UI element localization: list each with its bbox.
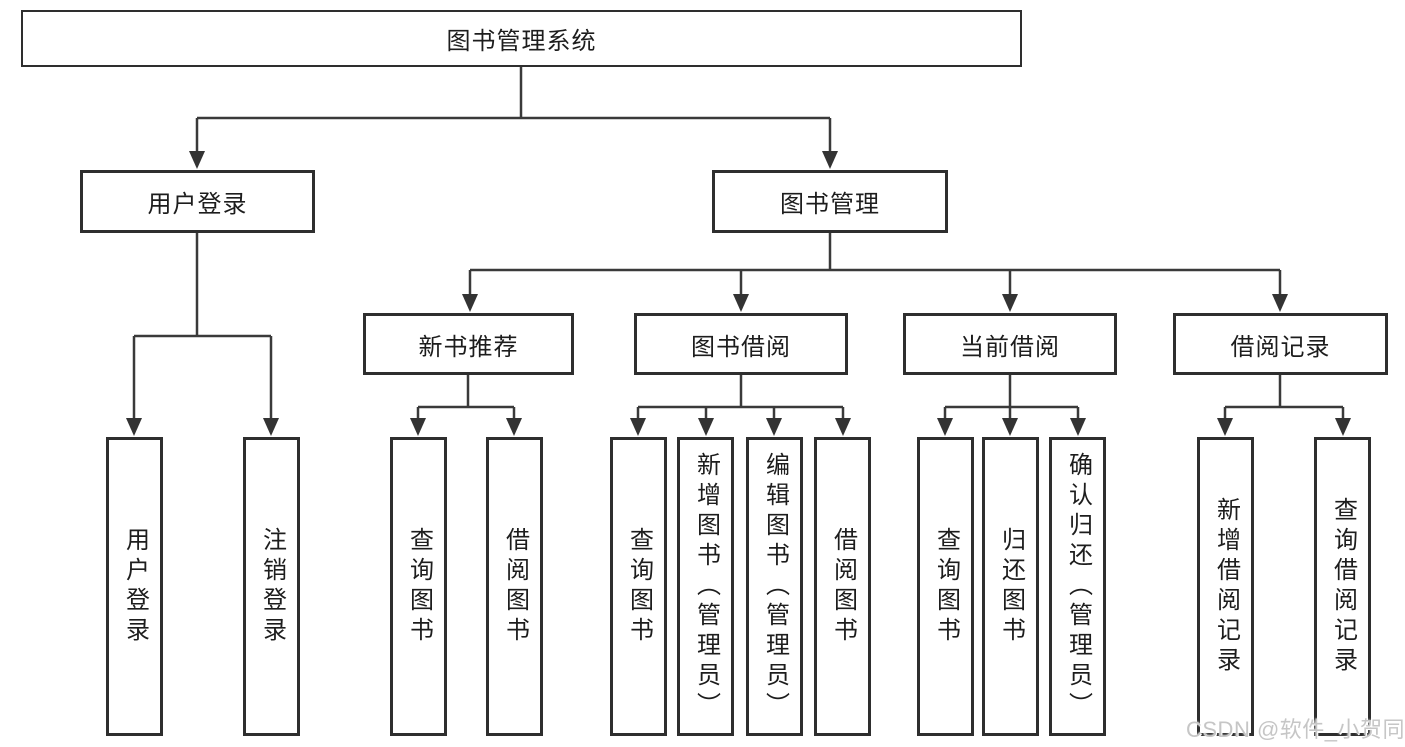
leaf-borrow-books-rec: 借阅图书 bbox=[486, 437, 543, 736]
connector-borrow-record bbox=[1223, 375, 1345, 421]
leaf-add-borrow-record: 新增借阅记录 bbox=[1197, 437, 1254, 736]
leaf-query-books-rec: 查询图书 bbox=[390, 437, 447, 736]
connector-new-book-rec bbox=[416, 375, 516, 421]
connector-book-mgmt bbox=[468, 233, 1282, 297]
leaf-query-books-borrow: 查询图书 bbox=[610, 437, 667, 736]
leaf-return-books: 归还图书 bbox=[982, 437, 1039, 736]
csdn-watermark: CSDN @软件_小贺同学 bbox=[1186, 717, 1405, 742]
leaf-user-login: 用户登录 bbox=[106, 437, 163, 736]
node-book-borrow: 图书借阅 bbox=[634, 313, 848, 375]
node-user-login: 用户登录 bbox=[80, 170, 315, 233]
leaf-logout: 注销登录 bbox=[243, 437, 300, 736]
connector-book-borrow bbox=[636, 375, 845, 421]
leaf-query-books-current: 查询图书 bbox=[917, 437, 974, 736]
leaf-edit-books-admin: 编辑图书（管理员） bbox=[746, 437, 803, 736]
node-new-book-rec: 新书推荐 bbox=[363, 313, 574, 375]
leaf-confirm-return-admin: 确认归还（管理员） bbox=[1049, 437, 1106, 736]
leaf-borrow-books: 借阅图书 bbox=[814, 437, 871, 736]
node-root: 图书管理系统 bbox=[21, 10, 1022, 67]
node-book-mgmt: 图书管理 bbox=[712, 170, 948, 233]
leaf-query-borrow-record: 查询借阅记录 bbox=[1314, 437, 1371, 736]
leaf-add-books-admin: 新增图书（管理员） bbox=[677, 437, 734, 736]
connector-root bbox=[195, 67, 832, 152]
node-current-borrow: 当前借阅 bbox=[903, 313, 1117, 375]
connector-user-login bbox=[132, 233, 273, 421]
connector-current-borrow bbox=[943, 375, 1080, 421]
node-borrow-record: 借阅记录 bbox=[1173, 313, 1388, 375]
arrowheads bbox=[126, 151, 1351, 436]
